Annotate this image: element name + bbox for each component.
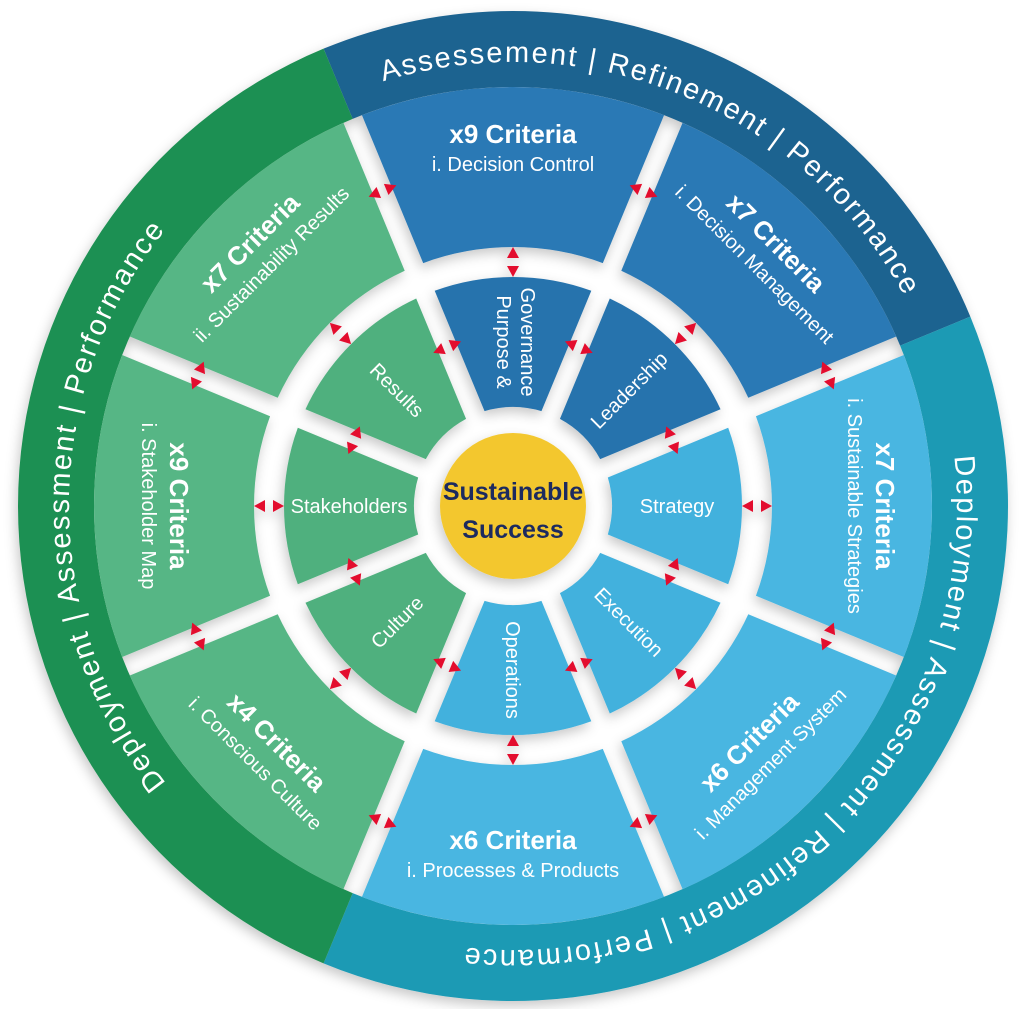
exchange-arrow-tangential-icon (564, 657, 593, 672)
exchange-arrow-tangential-icon (820, 361, 836, 390)
exchange-arrow-tangential-icon (629, 813, 658, 829)
inner-segment-results (305, 298, 467, 460)
criteria-topic-label: i. Decision Control (432, 154, 594, 176)
middle-segment-i-conscious-culture (129, 614, 405, 890)
exchange-arrow-tangential-icon (433, 657, 462, 672)
middle-segment-ii-sustainability-results (129, 122, 405, 398)
exchange-arrow-radial-icon (254, 500, 284, 512)
middle-segment-i-management-system (621, 614, 897, 890)
inner-segment-execution (559, 552, 721, 714)
criteria-count-label: x9 Criteria (449, 119, 577, 149)
wheel-root: Assessement | Refinement | PerformanceDe… (17, 10, 1009, 1002)
exchange-arrow-tangential-icon (564, 340, 593, 355)
center-label-line2: Success (462, 516, 563, 544)
exchange-arrow-radial-icon (329, 322, 352, 345)
exchange-arrow-tangential-icon (820, 622, 836, 651)
inner-segment-purpose-governance (434, 277, 592, 412)
middle-segment-i-stakeholder-map (94, 354, 271, 658)
middle-segment-label-i-decision-control: x9 Criteria i. Decision Control (432, 119, 594, 176)
exchange-arrow-tangential-icon (433, 340, 462, 355)
criteria-topic-label: i. Sustainable Strategies (843, 398, 865, 614)
inner-label-text: Purpose & (492, 295, 514, 389)
inner-segment-culture (305, 552, 467, 714)
inner-segment-leadership (559, 298, 721, 460)
criteria-topic-label: i. Stakeholder Map (137, 423, 159, 590)
exchange-arrow-radial-icon (507, 735, 519, 765)
inner-label-text: Stakeholders (291, 496, 408, 518)
exchange-arrow-tangential-icon (368, 813, 397, 829)
middle-segment-label-i-processes-products: x6 Criteria i. Processes & Products (407, 825, 619, 882)
exchange-arrow-tangential-icon (368, 183, 397, 199)
center-label-line1: Sustainable (443, 478, 583, 506)
inner-segment-label-strategy: Strategy (640, 496, 714, 518)
exchange-arrow-tangential-icon (664, 557, 679, 586)
criteria-count-label: x9 Criteria (164, 442, 194, 570)
exchange-arrow-tangential-icon (190, 361, 206, 390)
exchange-arrow-tangential-icon (664, 426, 679, 455)
inner-label-text: Operations (501, 621, 523, 719)
center-hub (440, 433, 586, 579)
exchange-arrow-radial-icon (507, 247, 519, 277)
inner-label-text: Strategy (640, 496, 714, 518)
inner-segment-operations (434, 600, 592, 735)
inner-segment-label-stakeholders: Stakeholders (291, 496, 408, 518)
inner-segment-strategy (607, 427, 742, 585)
inner-segment-label-operations: Operations (501, 621, 523, 719)
exchange-arrow-tangential-icon (629, 183, 658, 199)
exchange-arrow-radial-icon (674, 322, 697, 345)
middle-segment-i-sustainable-strategies (755, 354, 932, 658)
outer-ring-arc-deployment-assessment-performa (17, 48, 353, 964)
outer-ring-arc-assessement-refinement-perform (323, 10, 971, 346)
criteria-count-label: x6 Criteria (449, 825, 577, 855)
outer-ring-arc-deployment-assessment-refineme (323, 316, 1009, 1002)
exchange-arrow-tangential-icon (347, 557, 362, 586)
middle-segment-i-decision-management (621, 122, 897, 398)
inner-segment-stakeholders (284, 427, 419, 585)
exchange-arrow-radial-icon (742, 500, 772, 512)
inner-label-text: Governance (516, 288, 538, 397)
exchange-arrow-tangential-icon (347, 426, 362, 455)
exchange-arrow-radial-icon (674, 667, 697, 690)
exchange-arrow-tangential-icon (190, 622, 206, 651)
middle-segment-i-decision-control (361, 87, 665, 264)
inner-segment-label-purpose-governance: Purpose &Governance (492, 288, 538, 397)
criteria-topic-label: i. Processes & Products (407, 860, 619, 882)
exchange-arrow-radial-icon (329, 667, 352, 690)
middle-segment-i-processes-products (361, 748, 665, 925)
criteria-count-label: x7 Criteria (870, 442, 900, 570)
